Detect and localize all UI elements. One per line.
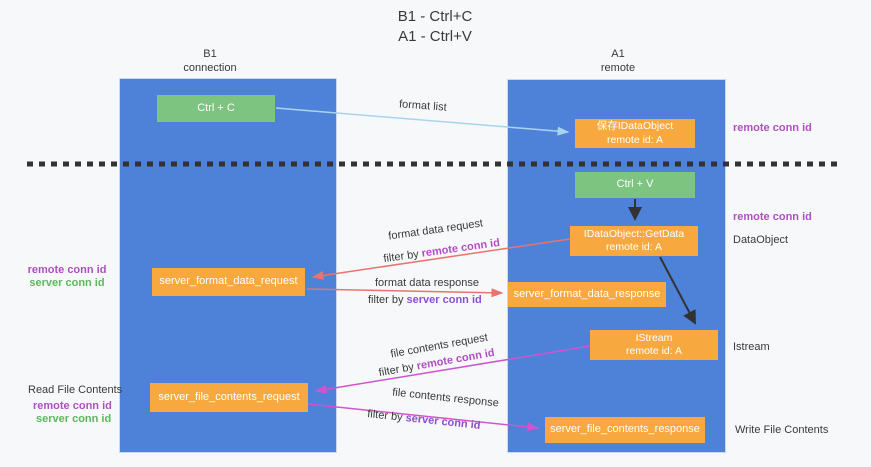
diagram-title: B1 - Ctrl+C A1 - Ctrl+V	[315, 7, 555, 46]
getdata-line1: IDataObject::GetData	[583, 227, 685, 240]
lane-a1-title: A1	[611, 48, 625, 60]
lane-b1-title: B1	[203, 48, 217, 60]
format-data-request-arrow	[311, 238, 571, 280]
remote-conn-id-label-top-right: remote conn id	[733, 122, 812, 134]
title-line-1: B1 - Ctrl+C	[397, 8, 473, 25]
server-format-data-request-box: server_format_data_request	[152, 268, 305, 296]
ctrl-c-label: Ctrl + C	[197, 101, 235, 114]
istream-line1: IStream	[635, 331, 673, 344]
server-conn-id-label-left: server conn id	[29, 277, 105, 289]
save-idataobject-line2: remote id: A	[606, 133, 664, 146]
format-data-response-arrow	[306, 288, 504, 298]
remote-conn-id-label-bottom-left: remote conn id	[33, 400, 112, 412]
format-list-arrow	[275, 107, 570, 136]
ctrl-v-box: Ctrl + V	[575, 172, 695, 198]
lane-a1-subtitle: remote	[600, 62, 636, 75]
getdata-to-istream-arrow	[659, 256, 696, 325]
server-conn-id-text: server conn id	[406, 294, 482, 306]
filter-by-text: filter by	[368, 294, 404, 306]
remote-conn-id-label-mid-right: remote conn id	[733, 211, 812, 223]
idataobject-getdata-box: IDataObject::GetData remote id: A	[570, 226, 698, 256]
server-format-data-response-label: server_format_data_response	[513, 287, 661, 300]
lane-b1-subtitle: connection	[183, 62, 237, 75]
server-format-data-response-box: server_format_data_response	[508, 282, 666, 307]
file-contents-response-arrow	[307, 403, 540, 432]
title-line-2: A1 - Ctrl+V	[398, 27, 472, 45]
server-file-contents-response-box: server_file_contents_response	[545, 417, 705, 443]
save-idataobject-box: 保存IDataObject remote id: A	[575, 119, 695, 148]
ctrl-c-box: Ctrl + C	[157, 95, 275, 122]
read-file-contents-label: Read File Contents	[28, 384, 123, 396]
lane-header-a1: A1 remote	[558, 47, 678, 76]
conn-id-pair-left: remote conn id server conn id	[24, 264, 110, 290]
write-file-contents-label: Write File Contents	[735, 424, 829, 436]
server-format-data-request-label: server_format_data_request	[159, 275, 298, 288]
ctrl-v-label: Ctrl + V	[616, 178, 654, 191]
server-file-contents-request-label: server_file_contents_request	[158, 390, 300, 403]
remote-conn-id-label-left: remote conn id	[27, 264, 107, 276]
server-file-contents-response-label: server_file_contents_response	[550, 423, 700, 436]
istream-line2: remote id: A	[625, 345, 683, 357]
server-file-contents-request-box: server_file_contents_request	[150, 383, 308, 412]
dataobject-label: DataObject	[733, 234, 789, 246]
istream-box: IStream remote id: A	[590, 330, 718, 360]
lane-header-b1: B1 connection	[150, 47, 270, 76]
getdata-line2: remote id: A	[605, 241, 663, 253]
save-idataobject-line1: 保存IDataObject	[596, 120, 674, 133]
file-contents-request-arrow	[314, 345, 591, 394]
istream-side-label: Istream	[733, 341, 770, 353]
format-data-response-filter-label: filter by server conn id	[368, 294, 482, 306]
format-data-response-label: format data response	[375, 277, 479, 289]
server-conn-id-label-bottom-left: server conn id	[36, 413, 112, 425]
